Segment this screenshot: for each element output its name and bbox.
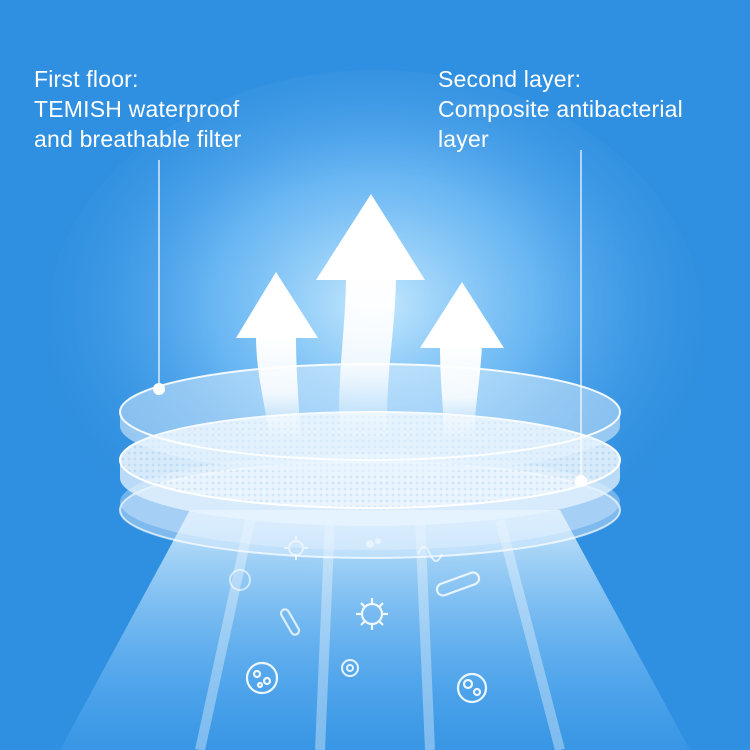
virus-icon — [356, 598, 388, 630]
bacteria-icon — [279, 608, 301, 636]
particle-icon — [341, 659, 359, 677]
label-second-line-2: Composite antibacterial — [438, 96, 683, 122]
airflow-arrow-center — [316, 194, 425, 440]
bacteria-icon — [417, 546, 443, 562]
bacteria-icon — [435, 571, 481, 597]
germ-icon — [456, 672, 488, 704]
label-first-line-3: and breathable filter — [34, 126, 242, 152]
label-first-line-1: First floor: — [34, 66, 139, 92]
leader-line-first — [153, 160, 165, 395]
germ-icon — [245, 661, 279, 695]
label-second-line-1: Second layer: — [438, 66, 582, 92]
label-second-line-3: layer — [438, 126, 489, 152]
particle-icon — [366, 538, 381, 548]
label-first-line-2: TEMISH waterproof — [34, 96, 240, 122]
light-beam — [60, 510, 690, 750]
label-first-floor: First floor: TEMISH waterproof and breat… — [34, 64, 242, 154]
airflow-arrow-left — [236, 272, 318, 440]
leader-line-second — [575, 150, 587, 487]
label-second-layer: Second layer: Composite antibacterial la… — [438, 64, 683, 154]
particle-icon — [229, 569, 251, 591]
airflow-arrow-right — [420, 282, 504, 440]
